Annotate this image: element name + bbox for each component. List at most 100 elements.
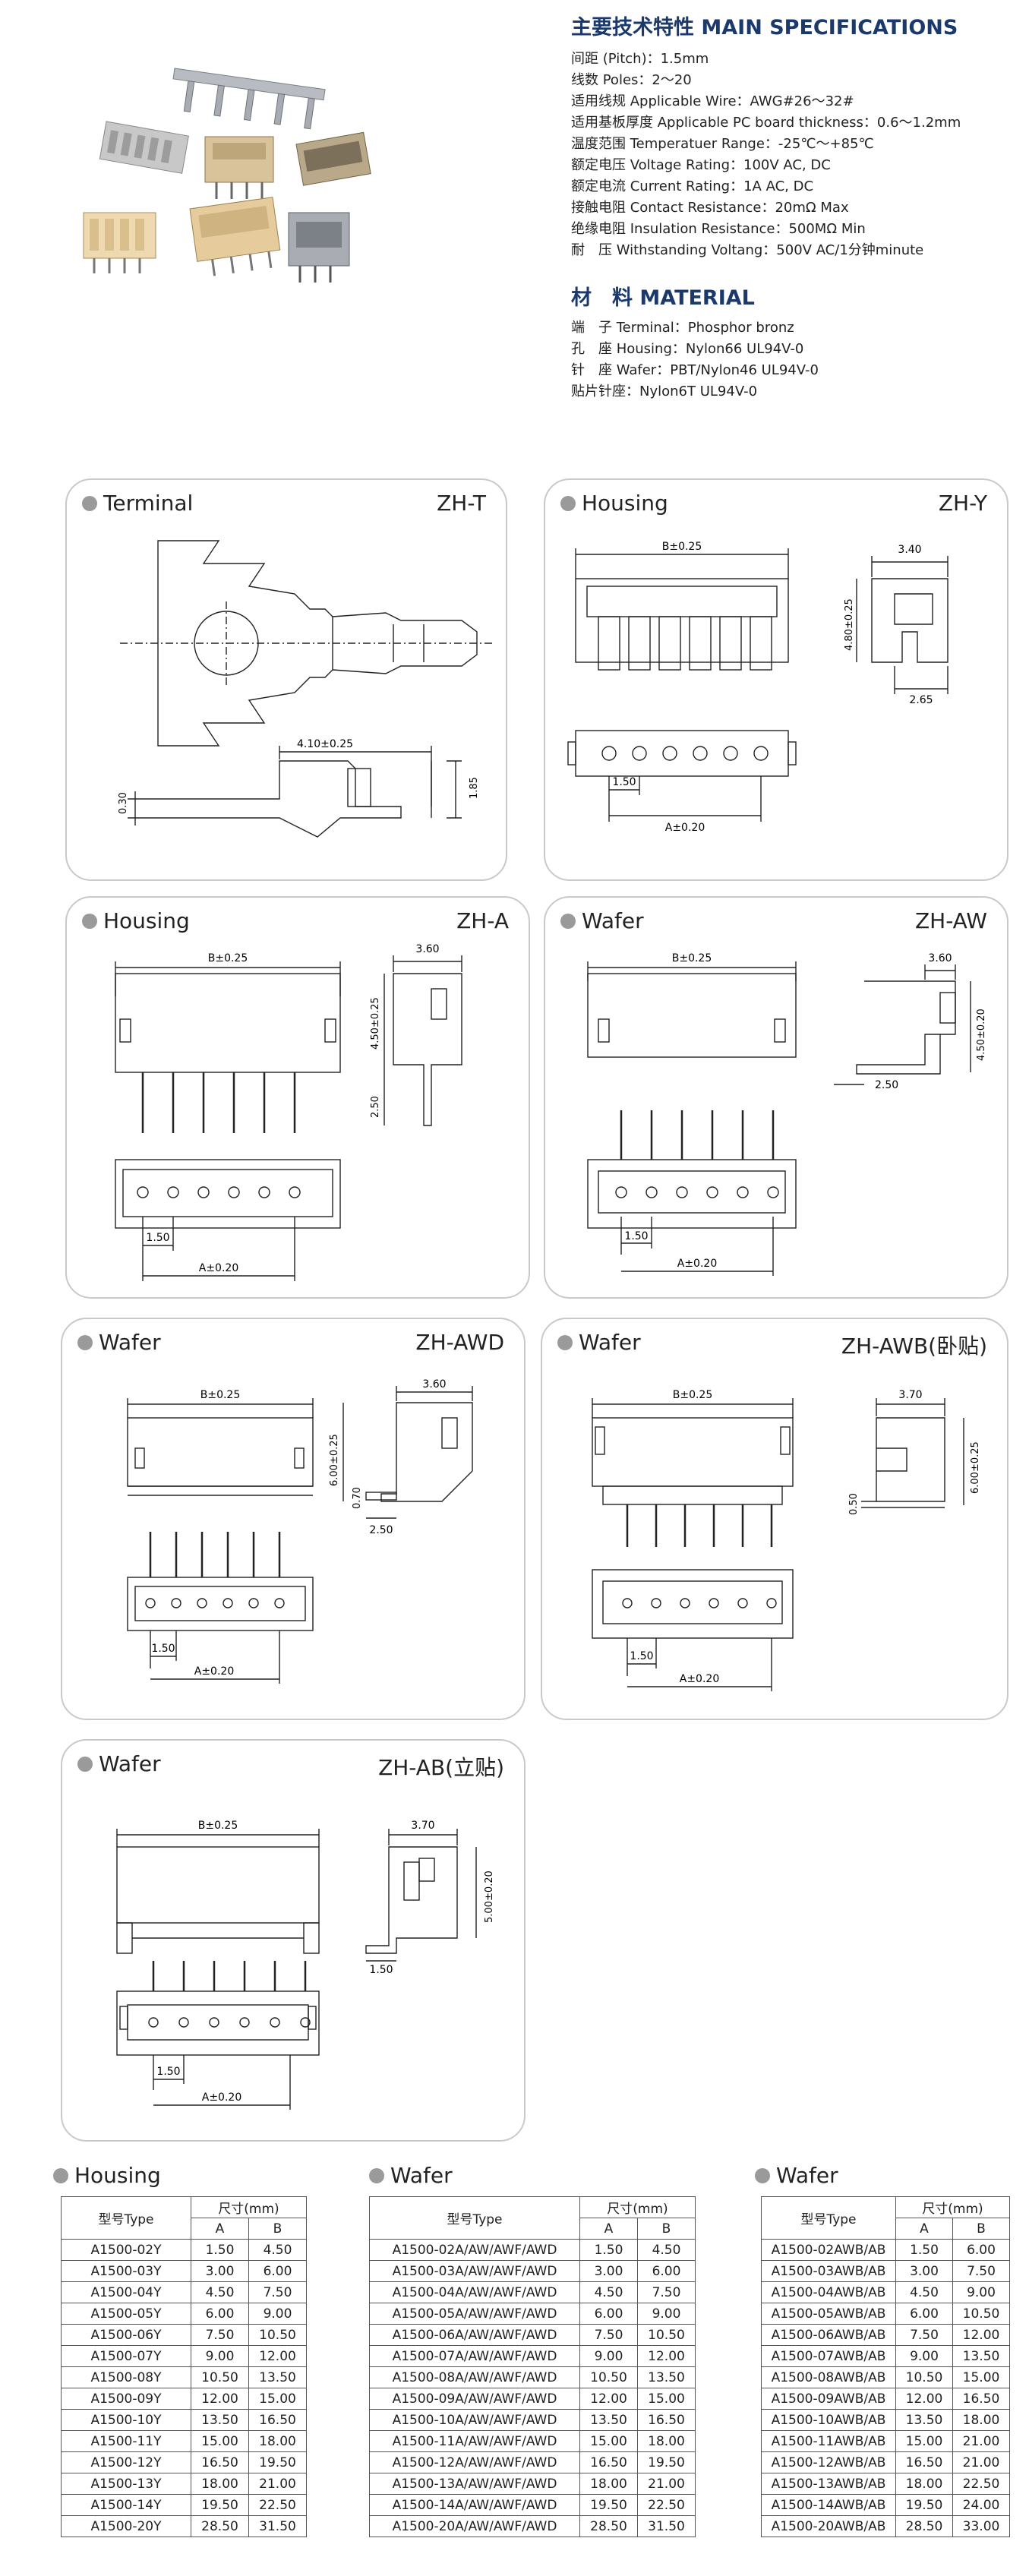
table-cell: A1500-07A/AW/AWF/AWD	[369, 2345, 580, 2367]
table-cell: 16.50	[952, 2388, 1010, 2410]
panel-title-text: Wafer	[579, 1330, 641, 1355]
dim-label: A±0.20	[194, 1665, 234, 1678]
material-item: 贴片针座：Nylon6T UL94V-0	[571, 384, 758, 399]
table-cell: 7.50	[191, 2324, 249, 2346]
spec-item: 适用基板厚度 Applicable PC board thickness：0.6…	[571, 115, 961, 131]
table-header: B	[952, 2218, 1010, 2240]
table-header: 型号Type	[61, 2196, 191, 2240]
spec-item: 绝缘电阻 Insulation Resistance：500MΩ Min	[571, 221, 866, 237]
table-cell: A1500-08AWB/AB	[761, 2366, 896, 2388]
table-cell: 3.00	[191, 2260, 249, 2282]
table-cell: A1500-11Y	[61, 2430, 191, 2452]
table-cell: 9.00	[952, 2281, 1010, 2303]
table-cell: A1500-11A/AW/AWF/AWD	[369, 2430, 580, 2452]
table-cell: 7.50	[579, 2324, 638, 2346]
table-cell: A1500-10Y	[61, 2409, 191, 2431]
table-cell: 21.00	[248, 2473, 307, 2495]
table-cell: 18.00	[895, 2473, 953, 2495]
grey-housing-image	[99, 121, 189, 174]
table-cell: A1500-07AWB/AB	[761, 2345, 896, 2367]
bullet-icon	[53, 2167, 68, 2183]
table-cell: 4.50	[637, 2239, 696, 2261]
spec-item: 温度范围 Temperatuer Range：-25℃～+85℃	[571, 136, 874, 152]
table-header: A	[895, 2218, 953, 2240]
table-cell: A1500-06AWB/AB	[761, 2324, 896, 2346]
table-cell: 9.00	[191, 2345, 249, 2367]
panel-wafer-zh-ab: B±0.25 3.70 5.00±0.20 1.50 1.50 A±0.20 W…	[61, 1739, 526, 2142]
dim-label: 6.00±0.25	[970, 1441, 981, 1494]
panel-model: ZH-AWD	[415, 1330, 504, 1355]
table-cell: 1.50	[895, 2239, 953, 2261]
panel-title-text: Wafer	[99, 1330, 161, 1355]
table-cell: 19.50	[191, 2494, 249, 2516]
table-cell: A1500-02Y	[61, 2239, 191, 2261]
dim-label: 2.50	[370, 1096, 381, 1118]
table-cell: 19.50	[579, 2494, 638, 2516]
table-cell: A1500-04A/AW/AWF/AWD	[369, 2281, 580, 2303]
table-cell: 15.00	[637, 2388, 696, 2410]
dim-label: 3.40	[898, 544, 921, 556]
dim-label: A±0.20	[680, 1673, 719, 1685]
bullet-icon	[755, 2167, 770, 2183]
table-cell: 22.50	[952, 2473, 1010, 2495]
table-cell: 4.50	[895, 2281, 953, 2303]
dim-label: 1.50	[151, 1643, 175, 1655]
table-cell: 22.50	[637, 2494, 696, 2516]
dim-label: 4.10±0.25	[297, 738, 353, 750]
table-cell: 28.50	[895, 2515, 953, 2537]
dim-label: 4.80±0.25	[844, 598, 855, 651]
table-cell: 6.00	[637, 2260, 696, 2282]
table-cell: 31.50	[637, 2515, 696, 2537]
dim-label: 3.60	[928, 952, 952, 964]
dim-label: 3.60	[415, 943, 439, 955]
bullet-icon	[82, 913, 97, 929]
wafer-ab-drawing: B±0.25 3.70 5.00±0.20 1.50 1.50 A±0.20	[116, 1820, 495, 2110]
panel-housing-zh-y: B±0.25 3.40 4.80±0.25 2.65 1.50 A±0.20 H…	[544, 478, 1008, 881]
dim-label: 5.00±0.20	[484, 1870, 495, 1923]
panel-title-text: Housing	[103, 908, 190, 933]
table-cell: 15.00	[952, 2366, 1010, 2388]
table-cell: A1500-13Y	[61, 2473, 191, 2495]
dim-label: B±0.25	[208, 952, 248, 964]
dim-label: 0.50	[848, 1493, 860, 1515]
table-cell: A1500-05Y	[61, 2303, 191, 2325]
smd-wafer-image	[295, 131, 371, 186]
dim-label: B±0.25	[673, 1389, 713, 1401]
bullet-icon	[77, 1756, 93, 1772]
panel-title: Wafer	[77, 1330, 161, 1355]
table-cell: A1500-20AWB/AB	[761, 2515, 896, 2537]
table-cell: A1500-05A/AW/AWF/AWD	[369, 2303, 580, 2325]
bullet-icon	[369, 2167, 384, 2183]
spec-item: 耐 压 Withstanding Voltang：500V AC/1分钟minu…	[571, 242, 924, 258]
panel-wafer-zh-aw: B±0.25 3.60 4.50±0.20 2.50 1.50 A±0.20 W…	[544, 896, 1008, 1299]
dim-label: 6.00±0.25	[329, 1434, 340, 1486]
table-cell: 4.50	[579, 2281, 638, 2303]
table-cell: 15.00	[191, 2430, 249, 2452]
material-list: 端 子 Terminal：Phosphor bronz 孔 座 Housing：…	[571, 317, 819, 402]
panel-terminal-zh-t: 4.10±0.25 0.30 1.85 Terminal ZH-T	[65, 478, 507, 881]
spec-item: 适用线规 Applicable Wire：AWG#26～32#	[571, 93, 854, 109]
panel-title-text: Wafer	[582, 908, 644, 933]
table-header: A	[579, 2218, 638, 2240]
table-cell: 15.00	[248, 2388, 307, 2410]
panel-title: Wafer	[557, 1330, 641, 1355]
bullet-icon	[560, 913, 576, 929]
table-cell: A1500-03A/AW/AWF/AWD	[369, 2260, 580, 2282]
spec-item: 额定电流 Current Rating：1A AC, DC	[571, 178, 814, 194]
table-cell: 16.50	[191, 2451, 249, 2473]
table-cell: 22.50	[248, 2494, 307, 2516]
dim-label: 4.50±0.20	[976, 1009, 987, 1061]
table-cell: 7.50	[895, 2324, 953, 2346]
table-cell: 10.50	[952, 2303, 1010, 2325]
